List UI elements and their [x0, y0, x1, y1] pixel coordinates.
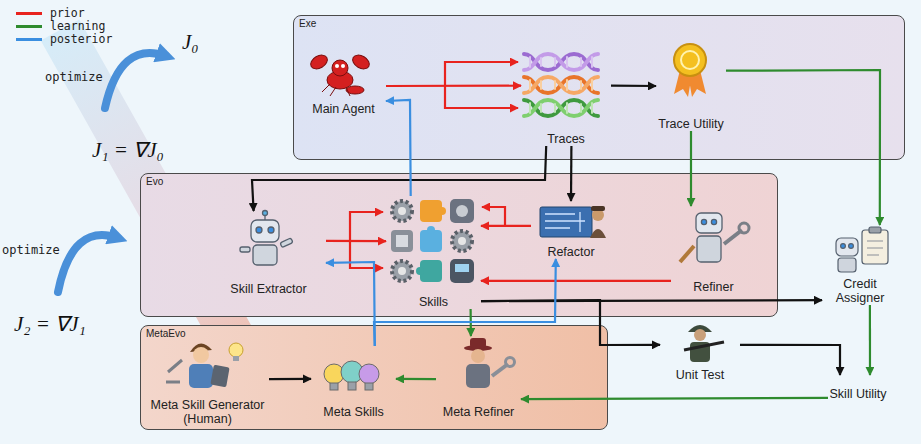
- flow-arrow: [481, 280, 671, 282]
- dna-icon: [524, 54, 598, 116]
- flow-arrow: [570, 146, 573, 201]
- legend-row: learning: [16, 19, 105, 33]
- panel-title: Evo: [146, 176, 163, 187]
- skills-grid: [391, 199, 474, 283]
- legend-text: prior: [50, 6, 85, 20]
- objective-formula: J₂ = ∇J₁: [14, 312, 86, 337]
- node-label: Refiner: [693, 280, 733, 294]
- person-icon: [166, 343, 243, 388]
- flow-arrow: [269, 378, 311, 381]
- optimize-arc: [105, 53, 166, 108]
- optimize-label: optimize: [45, 70, 103, 84]
- flow-arrow: [252, 146, 546, 211]
- node-label: Credit Assigner: [822, 277, 898, 305]
- legend-swatch: [16, 38, 42, 41]
- panel-title: Exe: [299, 18, 316, 29]
- bulbs-icon: [324, 361, 379, 390]
- flow-arrow: [326, 262, 375, 346]
- legend-swatch: [16, 12, 42, 15]
- blueprint-icon: [540, 206, 606, 238]
- node-label: Skill Extractor: [230, 282, 306, 296]
- node-label: Main Agent: [312, 102, 375, 116]
- text-node: Skill Utility: [828, 375, 888, 412]
- flow-arrow: [481, 225, 531, 227]
- hat-man-icon: [464, 338, 515, 388]
- node-label: Meta Skills: [323, 405, 383, 419]
- legend-text: learning: [50, 19, 105, 33]
- medal-icon: [674, 44, 706, 97]
- legend-swatch: [16, 25, 42, 28]
- node-label: Refactor: [547, 245, 594, 259]
- flow-arrow: [611, 85, 656, 88]
- objective-formula: J₀: [182, 30, 199, 55]
- flow-arrow: [386, 100, 411, 196]
- optimize-label: optimize: [2, 243, 60, 257]
- flow-arrow: [396, 378, 436, 381]
- prior-fork: [350, 62, 518, 268]
- flow-arrow: [386, 85, 521, 88]
- node-label: Skill Utility: [830, 387, 887, 401]
- flow-arrow: [869, 305, 871, 375]
- soldier-icon: [684, 325, 724, 362]
- flow-arrow: [521, 398, 828, 399]
- lobster-icon: [308, 52, 372, 96]
- node-label: Unit Test: [676, 368, 724, 382]
- node-label: Meta Skill Generator (Human): [146, 398, 269, 426]
- robot-wrench-icon: [680, 213, 749, 262]
- objective-formula: J₁ = ∇J₀: [92, 138, 164, 163]
- flow-arrow: [726, 70, 880, 225]
- optimize-arc: [58, 235, 118, 292]
- flow-arrow: [690, 131, 692, 206]
- legend-row: prior: [16, 6, 85, 20]
- flow-arrow: [374, 259, 556, 346]
- stage-panel: ExeMain AgentTraces Trace Utility: [293, 15, 905, 160]
- node-label: Trace Utility: [658, 117, 724, 131]
- node-label: Skills: [419, 295, 448, 309]
- flow-arrow: [740, 345, 840, 375]
- legend-row: posterior: [16, 32, 112, 46]
- node-label: Traces: [547, 132, 585, 146]
- panel-title: MetaEvo: [146, 328, 185, 339]
- node-label: Meta Refiner: [443, 405, 515, 419]
- clipboard-robot-icon: [836, 227, 888, 272]
- robot-icon: [240, 211, 293, 266]
- flow-arrow: [326, 240, 386, 243]
- legend-text: posterior: [50, 32, 112, 46]
